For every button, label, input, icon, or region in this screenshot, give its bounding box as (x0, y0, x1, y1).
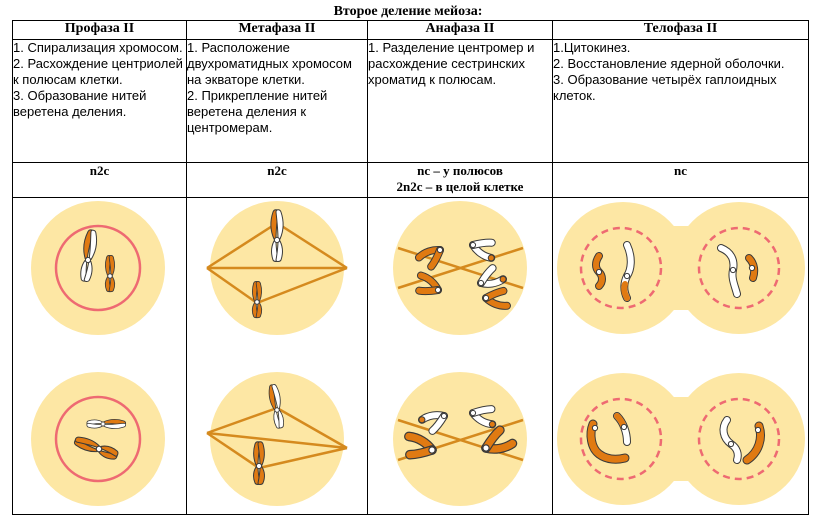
chromatid (592, 252, 606, 290)
cell (31, 201, 165, 335)
anaphase-formula: nc – у полюсов 2n2c – в целой клетке (367, 162, 553, 198)
telophase-formula: nc (552, 162, 809, 198)
anaphase-cells (393, 201, 527, 506)
nuclear-envelope (697, 226, 781, 310)
chromatid (719, 416, 742, 464)
phase-header-anaphase: Анафаза II (367, 20, 553, 40)
telophase-illustration (552, 197, 809, 515)
chromosome (251, 280, 263, 319)
prophase-cells (31, 201, 165, 506)
chromatid (717, 244, 741, 298)
spindle (206, 406, 348, 470)
meiosis-table: Профаза II Метафаза II Анафаза II Телофа… (12, 20, 809, 515)
cell (393, 372, 527, 506)
formula-text: nc – у полюсов (417, 163, 503, 178)
spindle (206, 221, 348, 305)
metaphase-steps: 1. Расположение двухроматидных хромосом … (186, 39, 368, 163)
metaphase-illustration (186, 197, 368, 515)
telophase-steps: 1.Цитокинез. 2. Восстановление ядерной о… (552, 39, 809, 163)
phase-header-telophase: Телофаза II (552, 20, 809, 40)
cell (206, 201, 348, 335)
phase-header-prophase: Профаза II (12, 20, 187, 40)
chromatid (620, 241, 635, 302)
chromatid (613, 412, 631, 446)
phase-header-metaphase: Метафаза II (186, 20, 368, 40)
nuclear-envelope (54, 395, 142, 483)
step: 1. Спирализация хромосом. (13, 40, 183, 55)
formula-text: n2c (267, 163, 287, 178)
cell (393, 201, 527, 335)
page-title: Второе деление мейоза: (333, 4, 483, 19)
anaphase-illustration (367, 197, 553, 515)
step: 1. Расположение двухроматидных хромосом … (187, 40, 352, 87)
cell (31, 372, 165, 506)
step: 2. Восстановление ядерной оболочки. (553, 56, 785, 71)
dividing-cell (557, 373, 805, 505)
nuclear-envelope (54, 224, 142, 312)
description-row: 1. Спирализация хромосом. 2. Расхождение… (12, 39, 809, 163)
chromatid (586, 419, 630, 464)
illustration-row (12, 197, 809, 515)
metaphase-formula: n2c (186, 162, 368, 198)
nuclear-envelope (579, 397, 663, 481)
metaphase-cells (206, 201, 348, 506)
formula-text: n2c (89, 163, 110, 178)
step: 3. Образование нитей веретена деления. (13, 88, 147, 119)
dividing-cell (557, 202, 805, 334)
step: 2. Прикрепление нитей веретена деления к… (187, 88, 328, 135)
prophase-illustration (12, 197, 187, 515)
step: 2. Расхождение центриолей к полюсам клет… (13, 56, 183, 87)
cell (206, 372, 348, 506)
telophase-cells (557, 202, 805, 505)
formula-text: nc (674, 163, 687, 178)
prophase-formula: n2c (12, 162, 187, 198)
formula-row: n2c n2c nc – у полюсов 2n2c – в целой кл… (12, 162, 809, 198)
prophase-steps: 1. Спирализация хромосом. 2. Расхождение… (12, 39, 187, 163)
chromatid (742, 421, 765, 465)
chromosome (253, 441, 265, 485)
header-row: Профаза II Метафаза II Анафаза II Телофа… (12, 20, 809, 40)
nuclear-envelope (697, 397, 781, 481)
step: 3. Образование четырёх гаплоидных клеток… (553, 72, 777, 103)
formula-text: 2n2c – в целой клетке (396, 179, 524, 194)
nuclear-envelope (579, 226, 663, 310)
step: 1. Разделение центромер и расхождение се… (368, 40, 535, 87)
step: 1.Цитокинез. (553, 40, 631, 55)
chromosome (104, 254, 116, 293)
chromatid (745, 254, 759, 282)
anaphase-steps: 1. Разделение центромер и расхождение се… (367, 39, 553, 163)
